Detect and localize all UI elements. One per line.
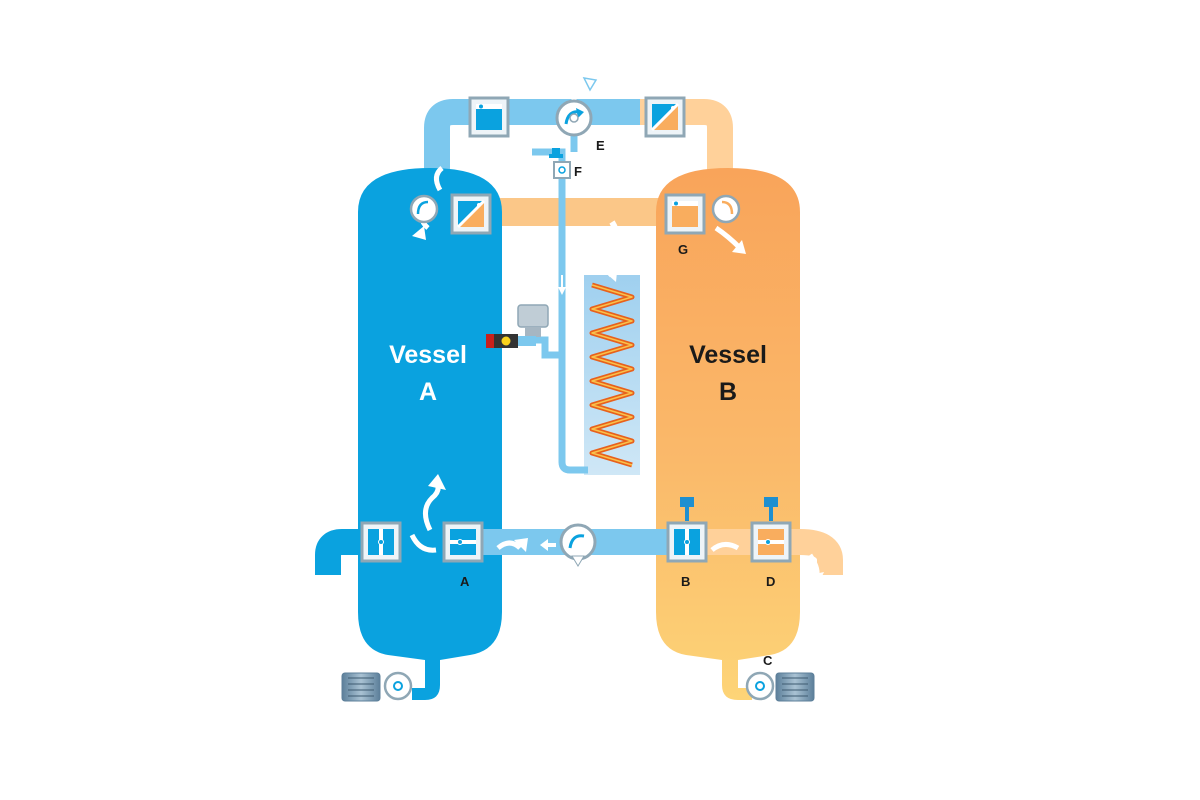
vessel-a-label-line1: Vessel [389, 341, 467, 369]
valve-d: D [750, 521, 792, 589]
indicator-red [486, 334, 496, 348]
valve-c-label: C [763, 653, 773, 668]
valve-g-label: G [678, 242, 688, 257]
silencer-left [341, 671, 413, 702]
top-pipe-orange [640, 99, 733, 200]
indicator-light [501, 336, 511, 346]
vessel-b [656, 168, 800, 700]
vessel-b-label-line2: B [719, 378, 737, 406]
check-valve-bottom [559, 523, 597, 567]
silencer-right: C [745, 653, 815, 702]
heater [584, 220, 640, 475]
top-pipe-loop [424, 77, 733, 200]
drain-valve-c [745, 671, 775, 701]
valve-vessel-a-top [450, 193, 492, 235]
vessel-a-label-line2: A [419, 378, 437, 406]
valve-e-label: E [596, 138, 605, 153]
valve-a: A [442, 521, 484, 589]
actuators-vessel-a [374, 497, 470, 521]
valve-top-right [644, 96, 686, 138]
regulator-body [517, 304, 549, 328]
vessel-a [358, 168, 502, 700]
valve-e: E [555, 99, 605, 153]
top-pipe-blue [424, 99, 640, 190]
valve-top-left [468, 96, 510, 138]
check-valve-top-right [711, 194, 741, 224]
valve-inlet-left [360, 521, 402, 563]
valve-b-label: B [681, 574, 690, 589]
valve-f: F [549, 148, 582, 179]
silencer-left-body [341, 672, 381, 702]
check-valve-top-left [409, 194, 439, 224]
pressure-regulator [486, 304, 549, 348]
drain-valve-left [383, 671, 413, 701]
silencer-right-body [775, 672, 815, 702]
valve-g: G [664, 193, 706, 257]
actuators-vessel-b [680, 497, 778, 521]
inlet-pipe [315, 529, 370, 575]
valve-f-label: F [574, 164, 582, 179]
purge-pipe [532, 148, 588, 474]
exhaust-arrow [571, 79, 592, 100]
bottom-pipe [315, 474, 843, 585]
valve-d-label: D [766, 574, 775, 589]
outlet-pipe [686, 529, 843, 575]
valve-a-label: A [460, 574, 470, 589]
valve-b: B [666, 521, 708, 589]
vessel-b-label-line1: Vessel [689, 341, 767, 369]
